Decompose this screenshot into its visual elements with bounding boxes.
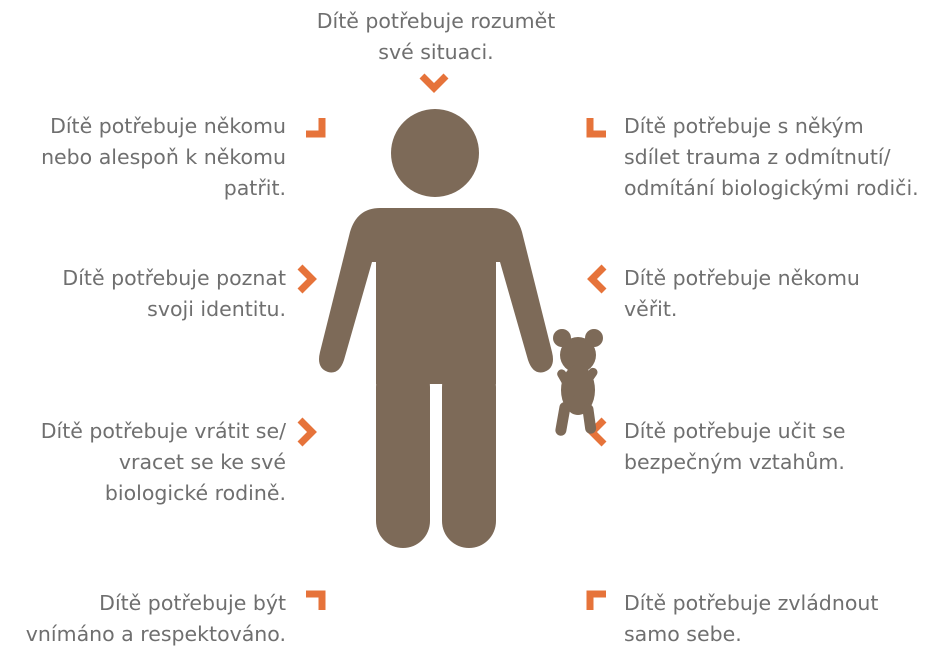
chevron-right-icon <box>297 264 317 294</box>
child-figure-icon <box>319 109 553 548</box>
need-self-manage: Dítě potřebuje zvládnout samo sebe. <box>624 591 879 646</box>
chevron-left-icon <box>587 264 607 294</box>
teddy-bear-icon <box>553 329 603 436</box>
need-belong: Dítě potřebuje někomu nebo alespoň k něk… <box>41 114 286 200</box>
chevron-right-icon <box>297 417 317 447</box>
need-understand-situation: Dítě potřebuje rozumět své situaci. <box>316 9 556 64</box>
corner-marker-icon <box>306 590 326 610</box>
need-identity: Dítě potřebuje poznat svoji identitu. <box>62 266 286 321</box>
corner-marker-icon <box>586 590 606 610</box>
need-return-to-family: Dítě potřebuje vrátit se/ vracet se ke s… <box>40 419 286 505</box>
need-trust: Dítě potřebuje někomu věřit. <box>624 266 860 321</box>
chevron-down-icon <box>419 73 449 93</box>
corner-marker-icon <box>306 118 326 138</box>
corner-marker-icon <box>586 118 606 138</box>
need-respect: Dítě potřebuje být vnímáno a respektován… <box>25 591 286 646</box>
need-safe-relationships: Dítě potřebuje učit se bezpečným vztahům… <box>624 419 846 474</box>
need-share-trauma: Dítě potřebuje s někým sdílet trauma z o… <box>624 114 919 200</box>
